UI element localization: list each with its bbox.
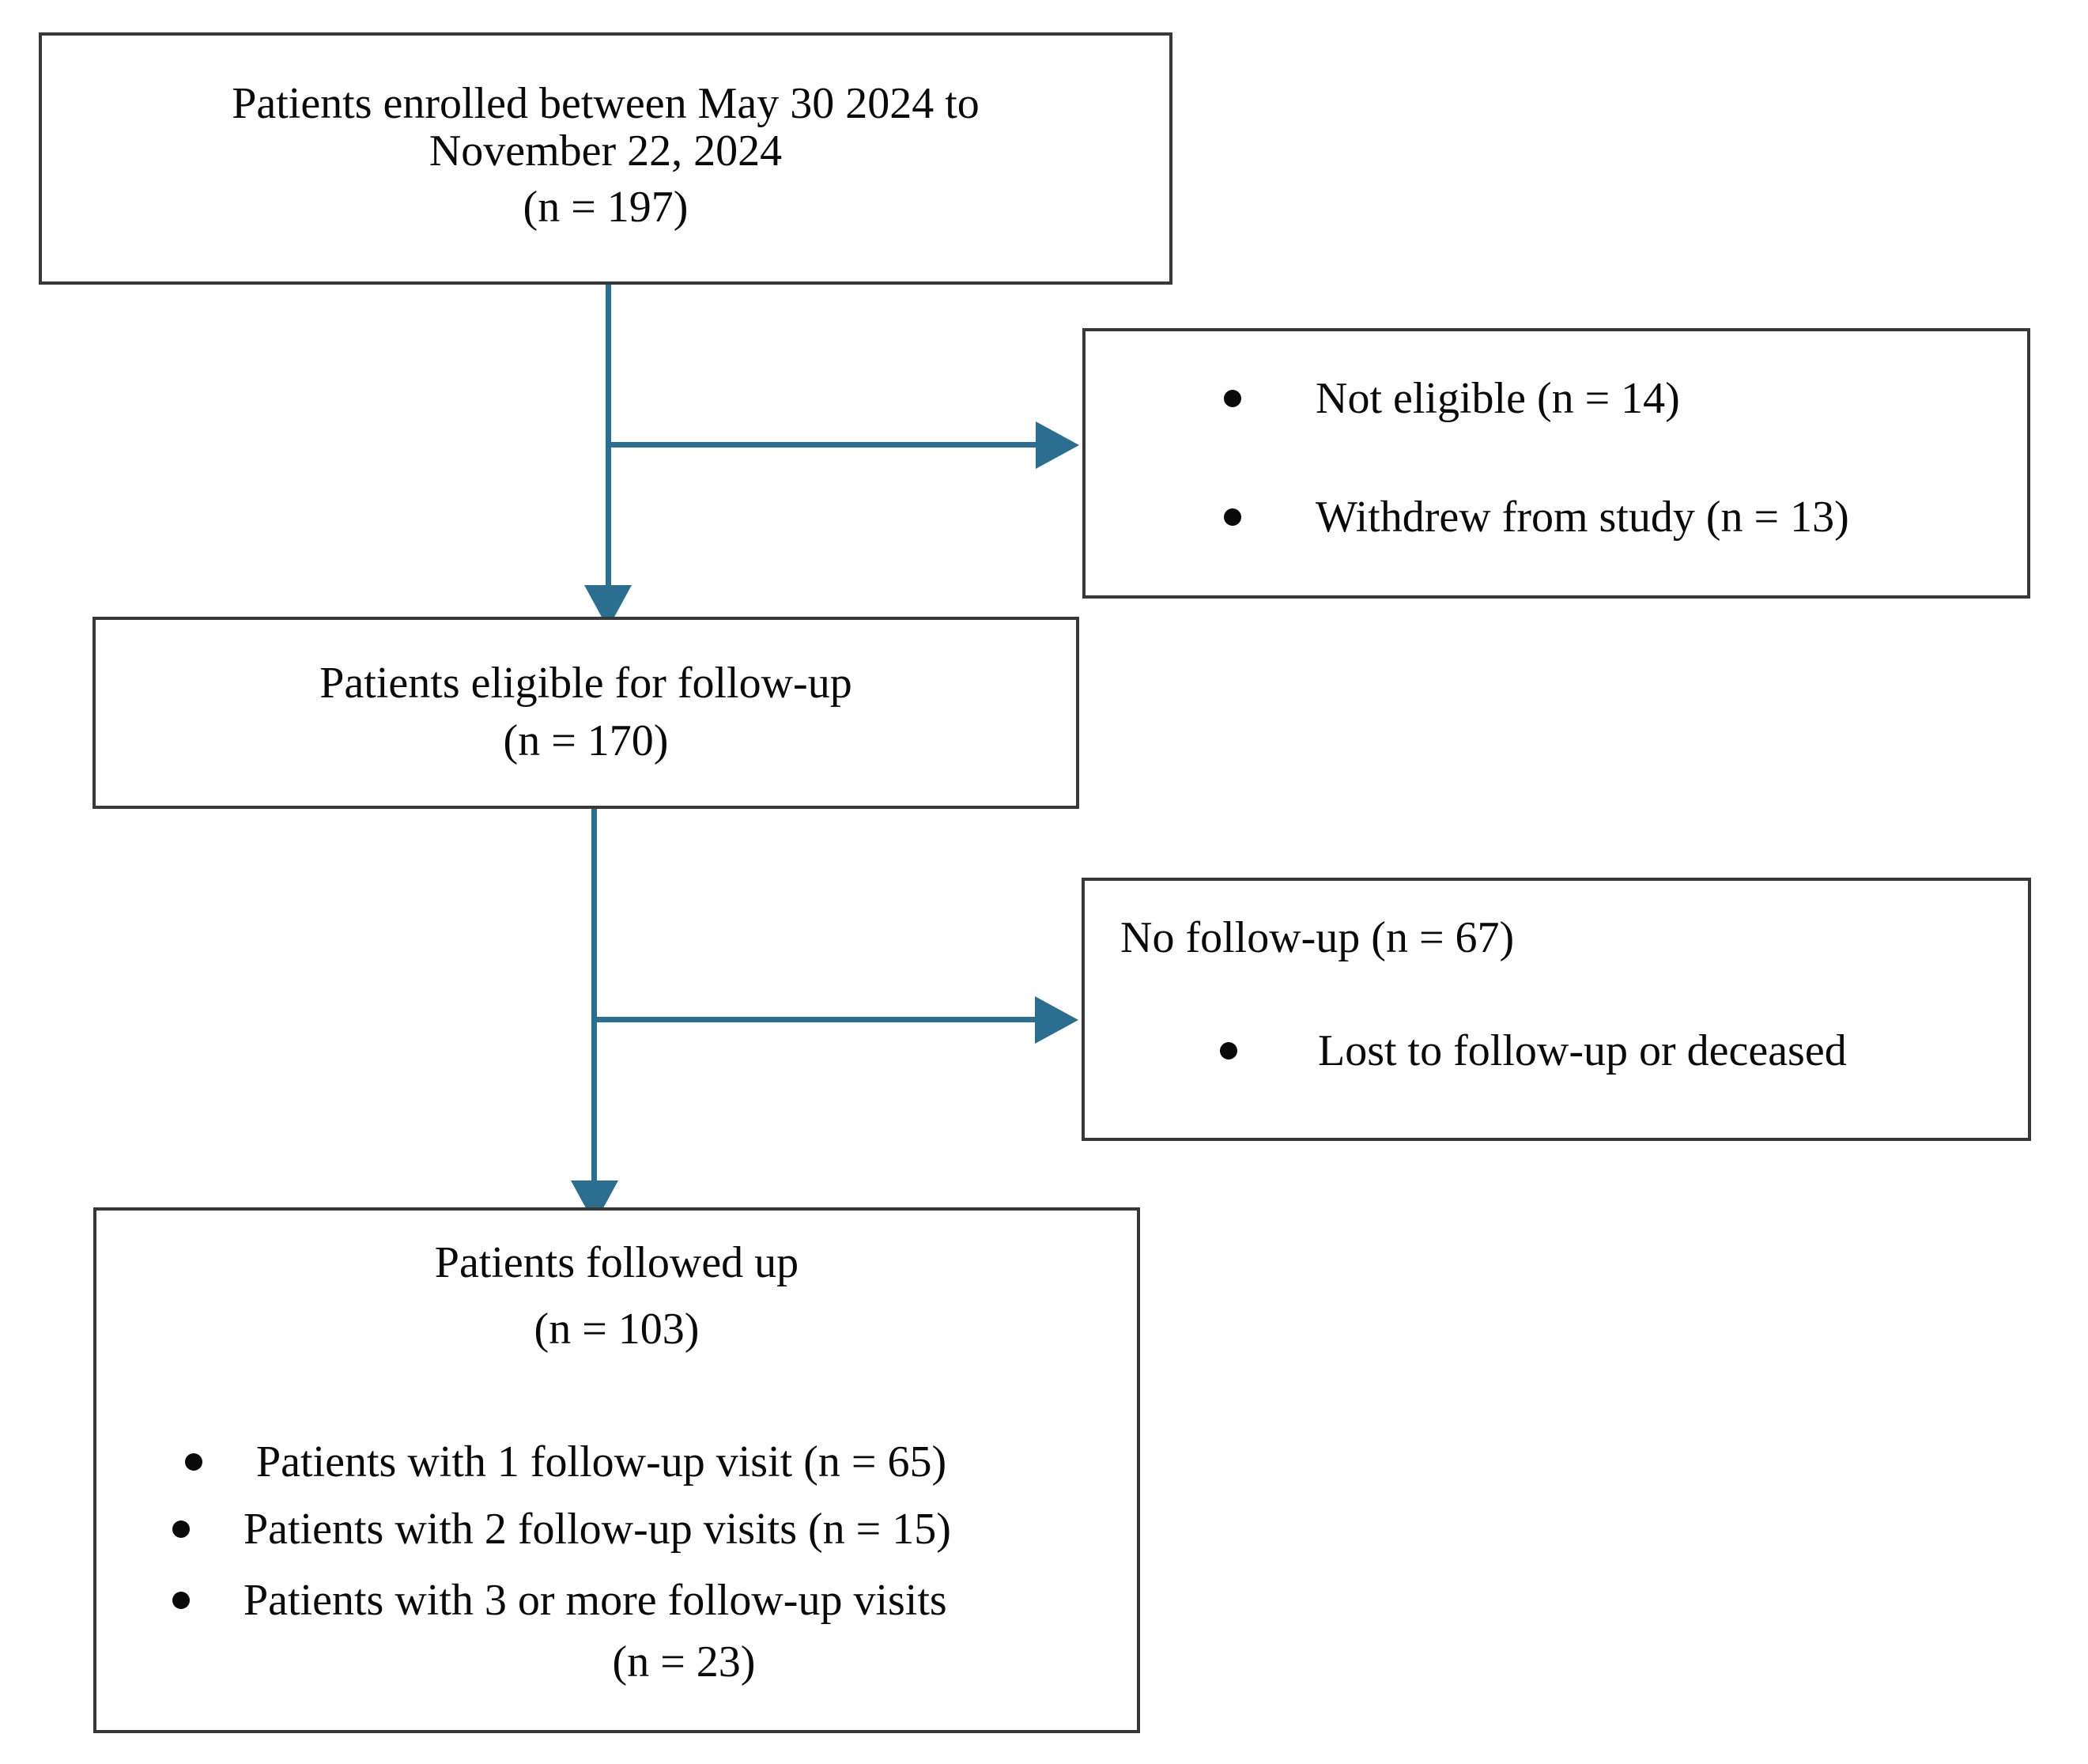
box-eligible: Patients eligible for follow-up (n = 170… bbox=[93, 617, 1079, 809]
bullet-icon bbox=[1224, 508, 1241, 526]
arrowhead-right-icon bbox=[1035, 996, 1078, 1044]
enrolled-line1: Patients enrolled between May 30 2024 to bbox=[232, 79, 980, 128]
arrowhead-right-icon bbox=[1036, 421, 1079, 469]
enrolled-count: (n = 197) bbox=[523, 183, 689, 232]
enrolled-line2: November 22, 2024 bbox=[429, 127, 783, 176]
box-no-followup: No follow-up (n = 67) Lost to follow-up … bbox=[1082, 878, 2031, 1141]
no-followup-title: No follow-up (n = 67) bbox=[1120, 913, 1515, 962]
followed-bullet-3-count: (n = 23) bbox=[612, 1637, 756, 1687]
bullet-icon bbox=[1220, 1042, 1237, 1060]
arrow-line-to-excluded bbox=[606, 442, 1040, 448]
bullet-icon bbox=[1224, 390, 1241, 407]
followed-bullet-row: Patients with 2 follow-up visits (n = 15… bbox=[172, 1505, 951, 1553]
eligible-count: (n = 170) bbox=[503, 716, 669, 765]
box-followed: Patients followed up (n = 103) Patients … bbox=[93, 1207, 1140, 1733]
bullet-icon bbox=[172, 1592, 190, 1609]
no-followup-bullet-1: Lost to follow-up or deceased bbox=[1318, 1026, 1847, 1075]
excluded-bullet-1: Not eligible (n = 14) bbox=[1316, 374, 1680, 423]
followed-count: (n = 103) bbox=[534, 1305, 700, 1354]
arrow-line-to-no-followup bbox=[591, 1017, 1035, 1022]
followed-bullet-3: Patients with 3 or more follow-up visits bbox=[244, 1576, 947, 1625]
followed-bullet-2: Patients with 2 follow-up visits (n = 15… bbox=[244, 1505, 951, 1554]
bullet-icon bbox=[172, 1520, 190, 1538]
followed-line1: Patients followed up bbox=[434, 1238, 799, 1287]
arrow-line-enrolled-to-eligible bbox=[606, 285, 611, 589]
followed-bullet-1: Patients with 1 follow-up visit (n = 65) bbox=[256, 1437, 947, 1486]
no-followup-bullet-row: Lost to follow-up or deceased bbox=[1220, 1027, 1847, 1075]
box-enrolled: Patients enrolled between May 30 2024 to… bbox=[39, 32, 1172, 285]
excluded-bullet-row: Not eligible (n = 14) bbox=[1224, 375, 1680, 422]
bullet-icon bbox=[185, 1453, 202, 1471]
arrow-line-eligible-to-followed bbox=[591, 809, 597, 1180]
followed-bullet-row: Patients with 1 follow-up visit (n = 65) bbox=[185, 1438, 946, 1486]
box-excluded: Not eligible (n = 14) Withdrew from stud… bbox=[1082, 328, 2030, 599]
excluded-bullet-row: Withdrew from study (n = 13) bbox=[1224, 493, 1849, 541]
eligible-line1: Patients eligible for follow-up bbox=[319, 659, 852, 708]
followed-bullet-row: Patients with 3 or more follow-up visits bbox=[172, 1577, 947, 1624]
excluded-bullet-2: Withdrew from study (n = 13) bbox=[1316, 493, 1849, 542]
